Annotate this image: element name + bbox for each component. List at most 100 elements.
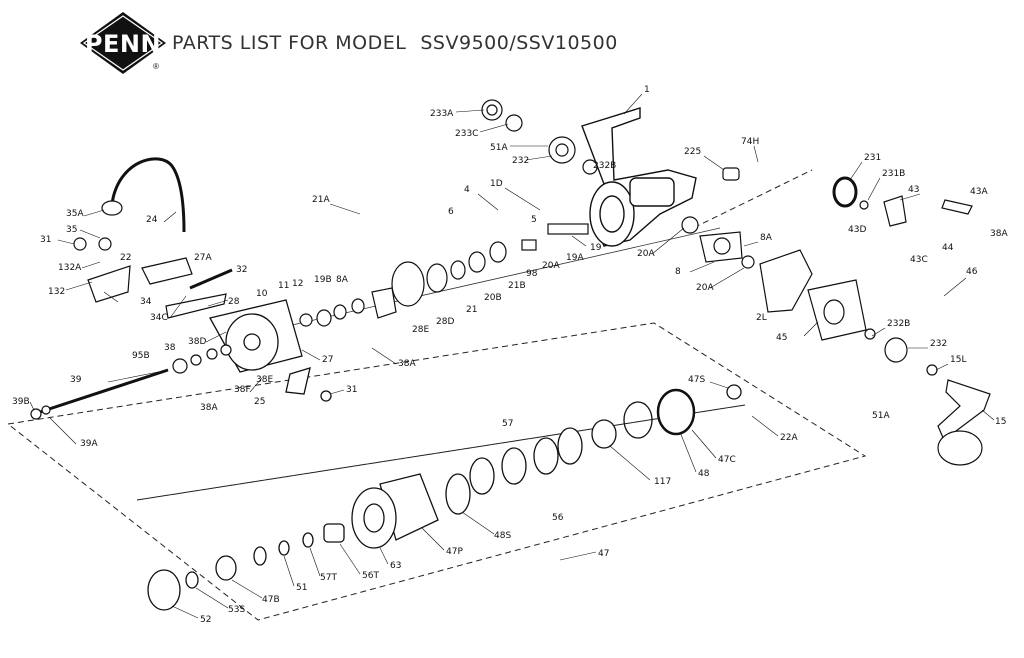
callout: 38D: [188, 337, 206, 347]
part-47s: [726, 384, 742, 400]
reel-body-part-1: [581, 107, 697, 247]
handle-knob: [937, 430, 983, 466]
part-47c: [623, 401, 653, 439]
part-20a-bearing: [681, 216, 699, 234]
part-232-bearing-2: [884, 337, 908, 363]
part-52-drag-knob: [147, 569, 181, 611]
part-98: [521, 239, 537, 251]
part-19-shaft: [547, 223, 589, 235]
callout: 53S: [228, 605, 245, 615]
callout: 225: [684, 147, 701, 157]
part-35: [98, 237, 112, 251]
spool-parts: [147, 384, 742, 611]
callout: 39B: [12, 397, 30, 407]
part-11: [299, 313, 313, 327]
callout: 232B: [887, 319, 910, 329]
part-35a: [101, 200, 123, 216]
part-12: [316, 309, 332, 327]
part-28-line-roller: [165, 293, 227, 319]
part-47b: [253, 546, 267, 566]
part-95b: [172, 358, 188, 374]
callout: 21: [466, 305, 477, 315]
callout: 51A: [490, 143, 508, 153]
callout: 34: [140, 297, 152, 307]
spool-outline-inner: [136, 404, 746, 501]
callout: 35A: [66, 209, 84, 219]
callout: 21B: [508, 281, 526, 291]
callout: 57: [502, 419, 513, 429]
bail-wire: [110, 157, 186, 233]
penn-logo: PENN: [78, 10, 168, 76]
callout: 10: [256, 289, 268, 299]
callout: 15: [995, 417, 1006, 427]
rotor-axis-dashed: [684, 169, 813, 233]
callout: 19: [590, 243, 602, 253]
callout: 31: [40, 235, 51, 245]
callout: 47: [598, 549, 609, 559]
leader-lines: [29, 93, 995, 619]
part-51: [278, 540, 290, 556]
model-number: SSV9500/SSV10500: [420, 32, 618, 54]
brand-name: PENN: [84, 30, 162, 58]
bail-arm-parts: [73, 200, 233, 319]
callout: 38A: [200, 403, 218, 413]
part-48-drag: [656, 388, 696, 436]
callout: 233A: [430, 109, 454, 119]
callout: 48: [698, 469, 710, 479]
callout: 12: [292, 279, 303, 289]
callout: 35: [66, 225, 77, 235]
callout: 232: [930, 339, 947, 349]
part-28e: [391, 261, 425, 307]
callout: 24: [146, 215, 158, 225]
callout: 43D: [848, 225, 866, 235]
main-shaft-part-39: [30, 344, 232, 420]
part-32-rod: [189, 268, 233, 290]
part-39b: [30, 408, 42, 420]
callout: 231: [864, 153, 881, 163]
callout: 4: [464, 185, 470, 195]
part-231-gear: [832, 176, 858, 208]
callout: 11: [278, 281, 289, 291]
callout: 47B: [262, 595, 280, 605]
callout: 132A: [58, 263, 82, 273]
part-21b: [489, 241, 507, 263]
part-43-bail-trip: [883, 195, 907, 227]
callout: 47S: [688, 375, 705, 385]
part-15l-washer: [926, 364, 938, 376]
callout: 47C: [718, 455, 736, 465]
callout: 56T: [362, 571, 379, 581]
callout: 38: [164, 343, 176, 353]
part-56-washer: [533, 437, 559, 475]
rotor-cup: [209, 299, 332, 402]
callout: 19A: [566, 253, 584, 263]
callout: 5: [531, 215, 537, 225]
callout: 8: [675, 267, 681, 277]
part-31: [73, 237, 87, 251]
callout: 44: [942, 243, 954, 253]
part-20b: [468, 251, 486, 273]
callout: 57T: [320, 573, 337, 583]
callout: 20A: [637, 249, 655, 259]
callout: 21A: [312, 195, 330, 205]
callout: 56: [552, 513, 564, 523]
callout: 232: [512, 156, 529, 166]
callout: 25: [254, 397, 265, 407]
callout: 46: [966, 267, 978, 277]
callout: 22: [120, 253, 131, 263]
part-48s: [445, 473, 471, 515]
part-21: [450, 260, 466, 280]
part-2l-gasket: [759, 249, 813, 313]
callout: 45: [776, 333, 787, 343]
registered-mark: ®: [153, 62, 159, 71]
callout: 20A: [696, 283, 714, 293]
callout: 27A: [194, 253, 212, 263]
callout: 1: [644, 85, 650, 95]
callout: 117: [654, 477, 671, 487]
callout: 1D: [490, 179, 503, 189]
part-28-housing: [371, 287, 397, 319]
callout: 22A: [780, 433, 798, 443]
part-56t: [323, 523, 345, 543]
callout: 8A: [336, 275, 349, 285]
part-34-bail-arm: [87, 265, 131, 303]
